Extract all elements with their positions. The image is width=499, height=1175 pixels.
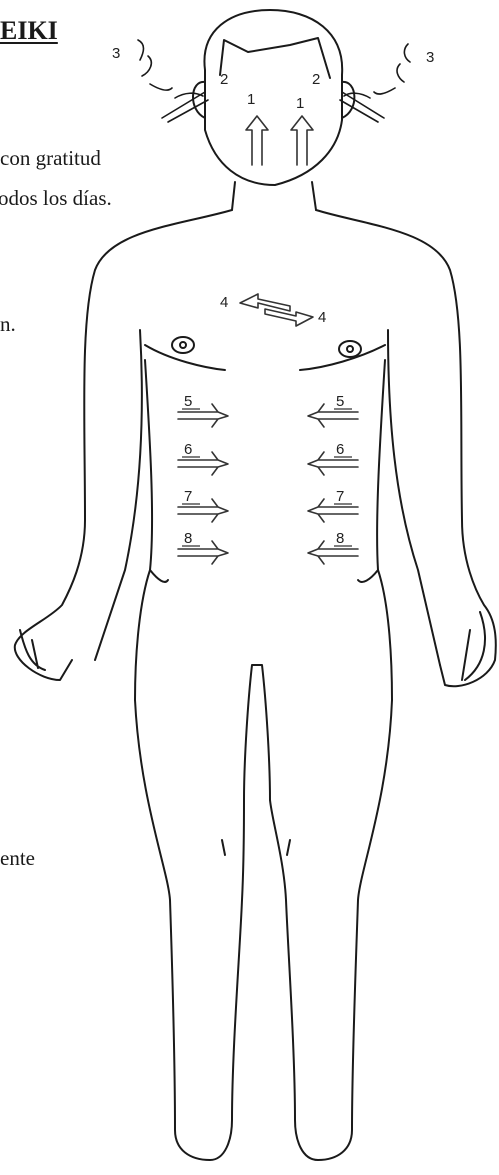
label-temple-right: 2 — [312, 71, 320, 88]
pectoral-left — [145, 345, 225, 370]
label-ear-left: 3 — [112, 45, 120, 62]
label-row5-right: 5 — [336, 393, 344, 410]
label-temple-left: 2 — [220, 71, 228, 88]
label-row7-left: 7 — [184, 488, 192, 505]
row7-arrow-right — [308, 499, 358, 522]
knee-left — [222, 840, 225, 855]
ear-hand-left — [162, 92, 208, 122]
label-row6-left: 6 — [184, 441, 192, 458]
knee-right — [287, 840, 290, 855]
neck-left — [232, 182, 235, 210]
nipple-right — [339, 341, 361, 357]
crotch — [244, 665, 270, 800]
groin-left — [150, 570, 168, 582]
ear-right — [342, 82, 354, 118]
right-leg — [270, 700, 392, 1160]
label-chest-right: 4 — [318, 309, 326, 326]
left-side-outline — [15, 210, 232, 680]
left-leg — [135, 700, 244, 1160]
sparkle-left-icon — [138, 40, 172, 90]
ear-left — [193, 82, 205, 118]
left-inner-arm — [95, 330, 142, 660]
sparkle-right-icon — [374, 44, 410, 94]
row6-arrow-right — [308, 452, 358, 475]
label-face-left: 1 — [247, 91, 255, 108]
nipple-left — [172, 337, 194, 353]
neck-right — [312, 182, 316, 210]
head-outline — [204, 10, 342, 185]
pectoral-right — [300, 345, 385, 370]
label-row8-right: 8 — [336, 530, 344, 547]
face-arrow-right — [291, 116, 313, 165]
right-inner-arm — [388, 330, 440, 665]
groin-right — [358, 570, 378, 582]
label-row5-left: 5 — [184, 393, 192, 410]
label-face-right: 1 — [296, 95, 304, 112]
right-hand — [462, 612, 485, 680]
row8-arrow-right — [308, 541, 358, 564]
label-row7-right: 7 — [336, 488, 344, 505]
label-chest-left: 4 — [220, 294, 228, 311]
row5-arrow-right — [308, 404, 358, 427]
label-row6-right: 6 — [336, 441, 344, 458]
label-row8-left: 8 — [184, 530, 192, 547]
torso-left — [135, 360, 152, 700]
ear-hand-right — [340, 92, 384, 122]
face-arrow-left — [246, 116, 268, 165]
label-ear-right: 3 — [426, 49, 434, 66]
